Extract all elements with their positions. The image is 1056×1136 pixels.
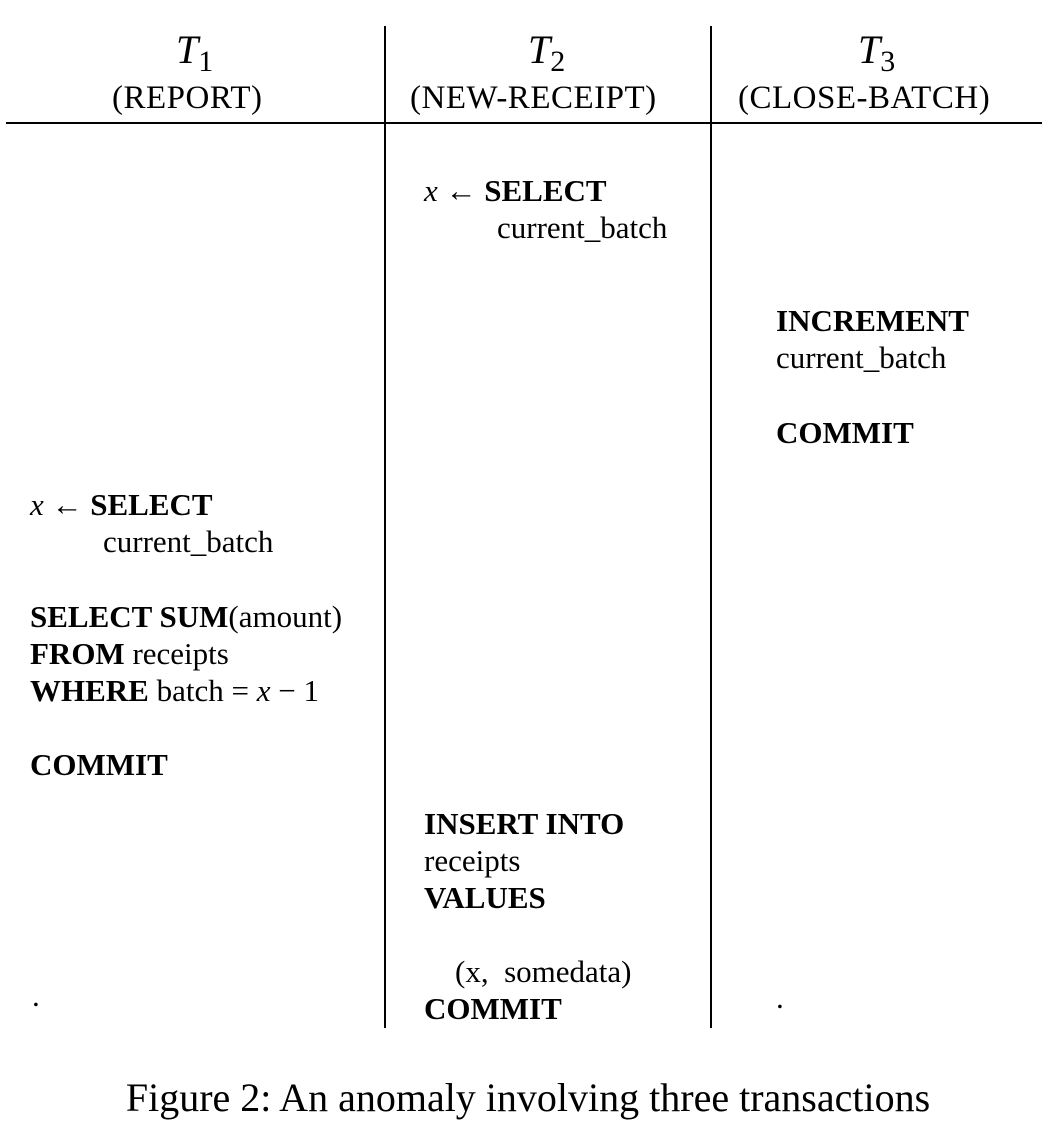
t1-where-var: x bbox=[256, 673, 271, 708]
t3-index: 3 bbox=[880, 45, 896, 78]
t1-commit-text: COMMIT bbox=[30, 747, 168, 782]
column-divider-1 bbox=[384, 26, 386, 1028]
t2-select-keyword: SELECT bbox=[484, 173, 607, 208]
t1-trailing-dot: . bbox=[32, 980, 40, 1011]
t3-increment-keyword: INCREMENT bbox=[776, 302, 969, 339]
t1-header-symbol: T1 bbox=[176, 27, 213, 77]
t2-header-symbol: T2 bbox=[528, 27, 565, 77]
t1-index: 1 bbox=[198, 45, 214, 78]
t2-select-target-text: current_batch bbox=[497, 210, 668, 245]
arrow-icon: ← bbox=[51, 487, 83, 522]
t2-header-name: (NEW-RECEIPT) bbox=[410, 80, 657, 116]
t3-header-name: (CLOSE-BATCH) bbox=[738, 80, 991, 116]
t1-select-target: current_batch bbox=[103, 523, 273, 560]
t2-name: NEW-RECEIPT bbox=[421, 80, 646, 116]
t3-commit: COMMIT bbox=[776, 414, 914, 451]
t1-from-table: receipts bbox=[132, 636, 229, 671]
column-divider-2 bbox=[710, 26, 712, 1028]
t3-symbol: T bbox=[858, 27, 881, 72]
t2-select-target: current_batch bbox=[497, 209, 667, 246]
t2-commit: COMMIT bbox=[424, 990, 562, 1027]
t2-values-tuple-text: (x, somedata) bbox=[455, 954, 632, 989]
arrow-icon: ← bbox=[445, 173, 477, 208]
t1-select-keyword: SELECT bbox=[90, 487, 213, 522]
t3-header-symbol: T3 bbox=[858, 27, 895, 77]
t3-trailing-dot: . bbox=[776, 982, 784, 1013]
t1-where-rhs: − 1 bbox=[270, 673, 319, 708]
t1-select-target-text: current_batch bbox=[103, 524, 274, 559]
t2-insert-text: INSERT INTO bbox=[424, 806, 625, 841]
t3-commit-text: COMMIT bbox=[776, 415, 914, 450]
t3-increment-text: INCREMENT bbox=[776, 303, 969, 338]
t2-insert-table-text: receipts bbox=[424, 843, 521, 878]
t2-select-var: x bbox=[424, 173, 438, 208]
t3-increment-target-text: current_batch bbox=[776, 340, 947, 375]
t1-sum-keyword: SELECT SUM bbox=[30, 599, 229, 634]
t1-where-line: WHERE batch = x − 1 bbox=[30, 672, 319, 709]
t1-header-name: (REPORT) bbox=[112, 80, 263, 116]
t1-select-line: x ← SELECT bbox=[30, 486, 213, 523]
t2-symbol: T bbox=[528, 27, 551, 72]
t1-from-keyword: FROM bbox=[30, 636, 125, 671]
t1-dot-text: . bbox=[32, 978, 40, 1013]
t2-commit-text: COMMIT bbox=[424, 991, 562, 1026]
figure-caption: Figure 2: An anomaly involving three tra… bbox=[0, 1076, 1056, 1120]
t2-values-text: VALUES bbox=[424, 880, 546, 915]
figure-caption-text: Figure 2: An anomaly involving three tra… bbox=[125, 1075, 931, 1120]
t1-commit: COMMIT bbox=[30, 746, 168, 783]
header-rule bbox=[6, 122, 1042, 124]
t1-name: REPORT bbox=[123, 80, 252, 116]
t2-index: 2 bbox=[550, 45, 566, 78]
t3-name: CLOSE-BATCH bbox=[749, 80, 979, 116]
t3-dot-text: . bbox=[776, 980, 784, 1015]
t3-increment-target: current_batch bbox=[776, 339, 946, 376]
t2-insert-table: receipts bbox=[424, 842, 520, 879]
t2-values-keyword: VALUES bbox=[424, 879, 546, 916]
t1-sum-arg: (amount) bbox=[228, 599, 343, 634]
t1-where-keyword: WHERE bbox=[30, 673, 149, 708]
t1-where-lhs: batch = bbox=[156, 673, 257, 708]
t2-insert-keyword: INSERT INTO bbox=[424, 805, 624, 842]
t1-symbol: T bbox=[176, 27, 199, 72]
t1-from-line: FROM receipts bbox=[30, 635, 229, 672]
t1-select-var: x bbox=[30, 487, 44, 522]
t2-values-tuple: (x, somedata) bbox=[424, 916, 631, 1027]
t2-select-line: x ← SELECT bbox=[424, 172, 607, 209]
t1-sum-line: SELECT SUM(amount) bbox=[30, 598, 342, 635]
